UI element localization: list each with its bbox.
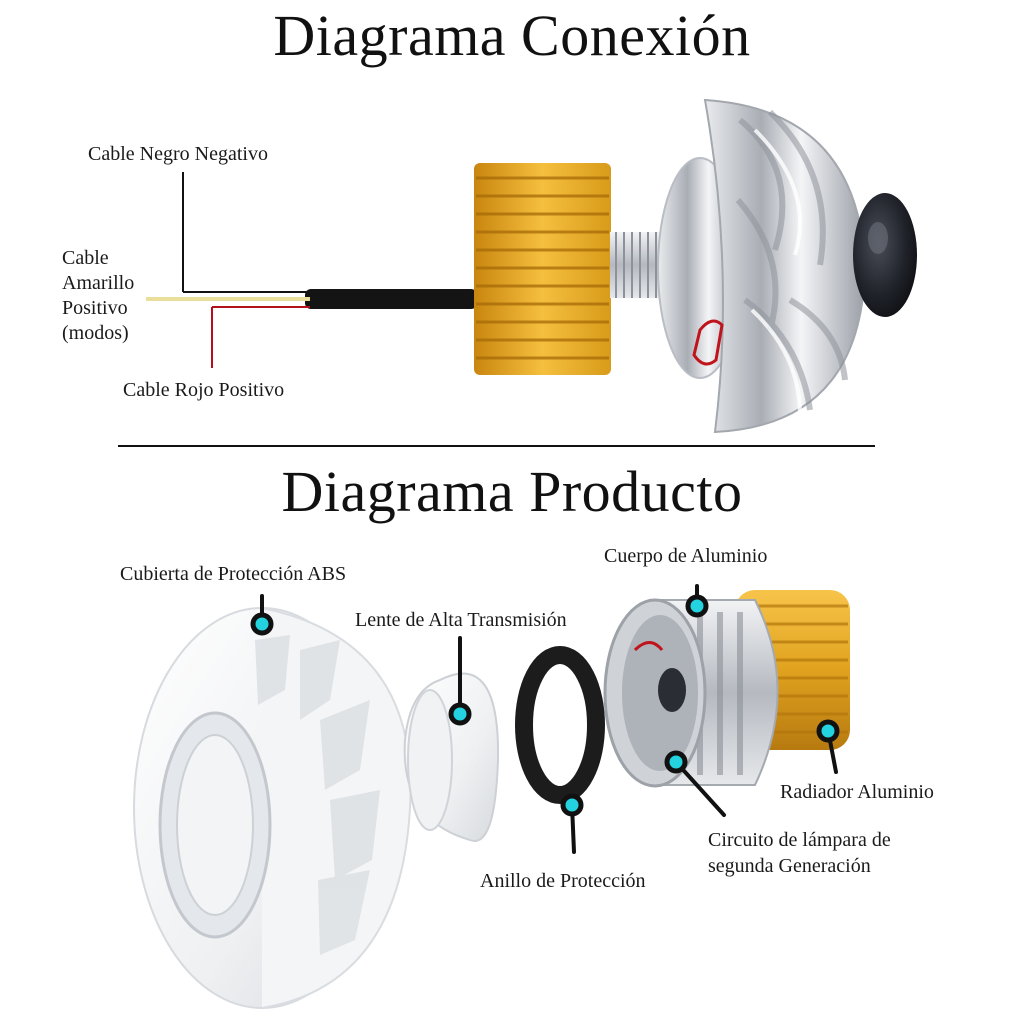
chrome-housing (657, 98, 917, 434)
abs-cover-part (133, 607, 412, 1009)
callouts (260, 584, 838, 854)
lens-dot (448, 702, 472, 726)
circuit-label-line1: Circuito de lámpara de (708, 829, 891, 851)
black-cable (305, 289, 477, 309)
lens-label: Lente de Alta Transmisión (355, 609, 567, 631)
protection-ring-part (515, 646, 605, 804)
abs-cover-dot (250, 612, 274, 636)
yellow-wire-label: Cable Amarillo Positivo (modos) (62, 247, 135, 344)
circuit-leader (674, 760, 726, 817)
aluminum-body-part (603, 590, 850, 788)
abs-cover-label: Cubierta de Protección ABS (120, 563, 347, 585)
ring-dot (560, 793, 584, 817)
product-diagram-title: Diagrama Producto (281, 459, 743, 524)
ring-label: Anillo de Protección (480, 870, 646, 892)
radiator-label: Radiador Aluminio (780, 781, 934, 803)
aluminum-body-dot (685, 594, 709, 618)
radiator-dot (816, 719, 840, 743)
aluminum-body-label: Cuerpo de Aluminio (604, 545, 768, 567)
gold-heatsink (474, 163, 611, 375)
red-wire-label: Cable Rojo Positivo (123, 379, 285, 401)
callout-dots (250, 594, 840, 817)
black-wire-label: Cable Negro Negativo (88, 143, 268, 165)
projector-lens (853, 193, 917, 317)
connection-diagram-title: Diagrama Conexión (273, 3, 751, 68)
circuit-dot (664, 750, 688, 774)
lens-part (403, 672, 500, 842)
connection-assembly (146, 98, 917, 434)
circuit-label-line2: segunda Generación (708, 855, 871, 877)
